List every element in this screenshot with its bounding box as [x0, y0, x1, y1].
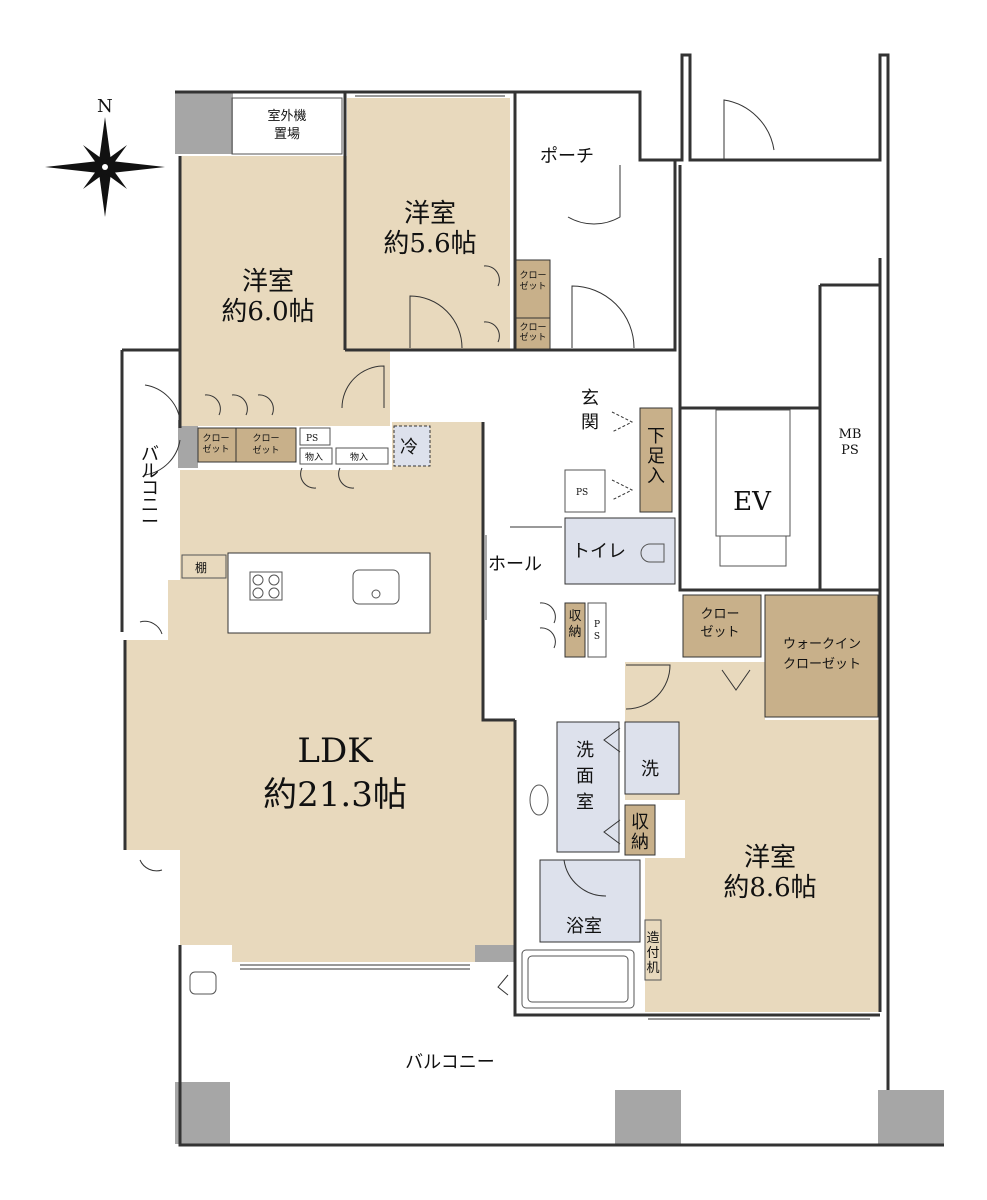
- storage-hall-label: 収納: [568, 609, 581, 640]
- toilet-label: トイレ: [572, 541, 626, 562]
- hall-label: ホール: [488, 554, 542, 575]
- closet-label-small: クローゼット: [519, 322, 546, 343]
- outdoor-unit-label: 室外機置場: [267, 108, 306, 142]
- bedroom3-area: 約8.6帖: [723, 873, 816, 903]
- storage-label-b: 物入: [350, 451, 368, 463]
- fridge-label: 冷: [400, 437, 418, 458]
- desk-label: 造付机: [646, 931, 659, 976]
- bedroom2-area: 約6.0帖: [221, 297, 314, 327]
- washroom-label: 洗面室: [576, 740, 594, 813]
- closet-label-1: クローゼット: [202, 433, 229, 455]
- closet-label-2: クローゼット: [252, 433, 279, 456]
- ps-label-entrance: PS: [576, 488, 588, 498]
- compass-rose-icon: N: [45, 96, 165, 217]
- door-swings: [139, 99, 775, 996]
- bathroom-label: 浴室: [566, 916, 602, 937]
- bedroom1-area: 約5.6帖: [383, 229, 476, 259]
- ps-label-bedroom: PS: [306, 434, 318, 444]
- ldk-name: LDK: [297, 731, 373, 771]
- room-fills: [125, 98, 880, 1012]
- storage-wash-label: 収納: [631, 812, 649, 853]
- storage-label-a: 物入: [305, 451, 323, 463]
- labels: 室外機置場 ポーチ 洋室 約5.6帖 洋室 約6.0帖 クローゼット クローゼッ…: [141, 108, 861, 1073]
- balcony-main-label: バルコニー: [405, 1052, 495, 1073]
- north-label: N: [97, 96, 113, 117]
- porch-label: ポーチ: [540, 146, 594, 167]
- ev-label: EV: [733, 487, 772, 517]
- bedroom3-name: 洋室: [744, 843, 796, 873]
- balcony-side-label: バルコニー: [141, 444, 159, 533]
- closet-label-4: クローゼット: [700, 607, 739, 640]
- windows: [240, 91, 870, 1020]
- ldk-area: 約21.3帖: [263, 775, 407, 815]
- thin-lines: [181, 97, 791, 1009]
- bedroom1-name: 洋室: [404, 199, 456, 229]
- bedroom2-name: 洋室: [242, 267, 294, 297]
- entrance-label: 玄関: [581, 388, 599, 433]
- washer-label: 洗: [641, 759, 659, 780]
- shoe-box-label: 下足入: [647, 426, 665, 487]
- walk-in-closet-label: ウォークインクローゼット: [783, 637, 861, 672]
- closet-label-3: クローゼット: [519, 270, 546, 292]
- shelf-label: 棚: [195, 560, 207, 575]
